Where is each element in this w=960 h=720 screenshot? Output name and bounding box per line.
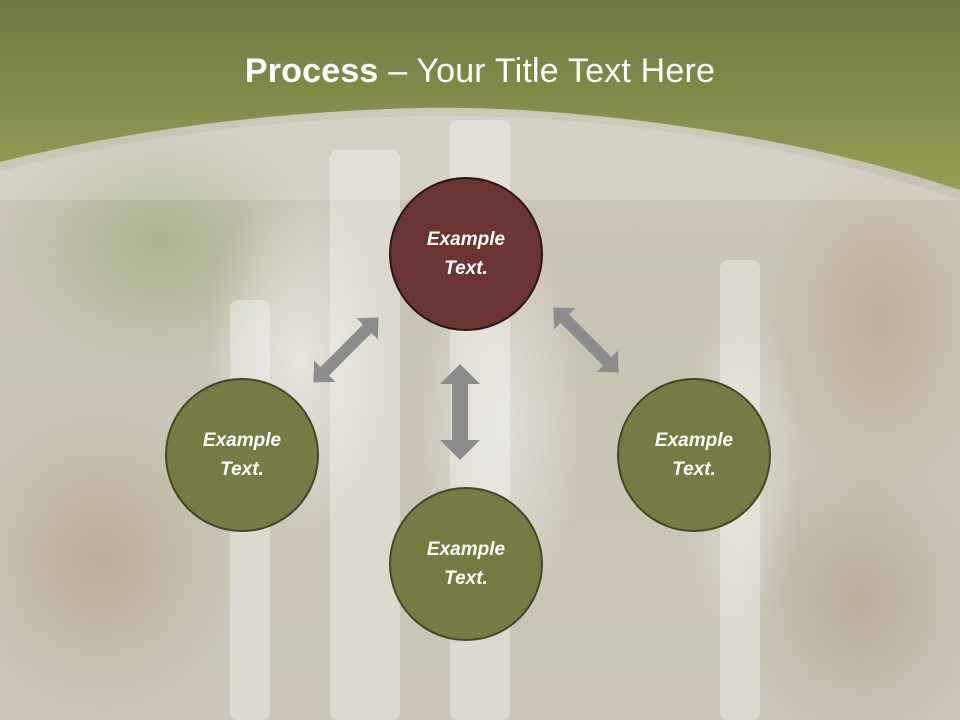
double-arrow-top-right — [553, 307, 619, 373]
process-node-top: Example Text. — [389, 177, 543, 331]
title-bold: Process — [244, 52, 379, 90]
node-left-label: Example Text. — [202, 430, 282, 480]
title-rest: – Your Title Text Here — [378, 52, 716, 90]
double-arrow-vertical — [440, 364, 480, 460]
process-node-left: Example Text. — [165, 378, 319, 532]
waterfall-stream-center — [330, 150, 400, 720]
header-band — [0, 0, 960, 200]
node-bottom-label: Example Text. — [426, 539, 506, 589]
process-node-bottom: Example Text. — [389, 487, 543, 641]
node-top-label: Example Text. — [426, 229, 506, 279]
double-arrow-top-left — [313, 317, 379, 383]
node-right-label: Example Text. — [654, 430, 734, 480]
process-node-right: Example Text. — [617, 378, 771, 532]
slide-title: Process – Your Title Text Here — [0, 52, 960, 91]
